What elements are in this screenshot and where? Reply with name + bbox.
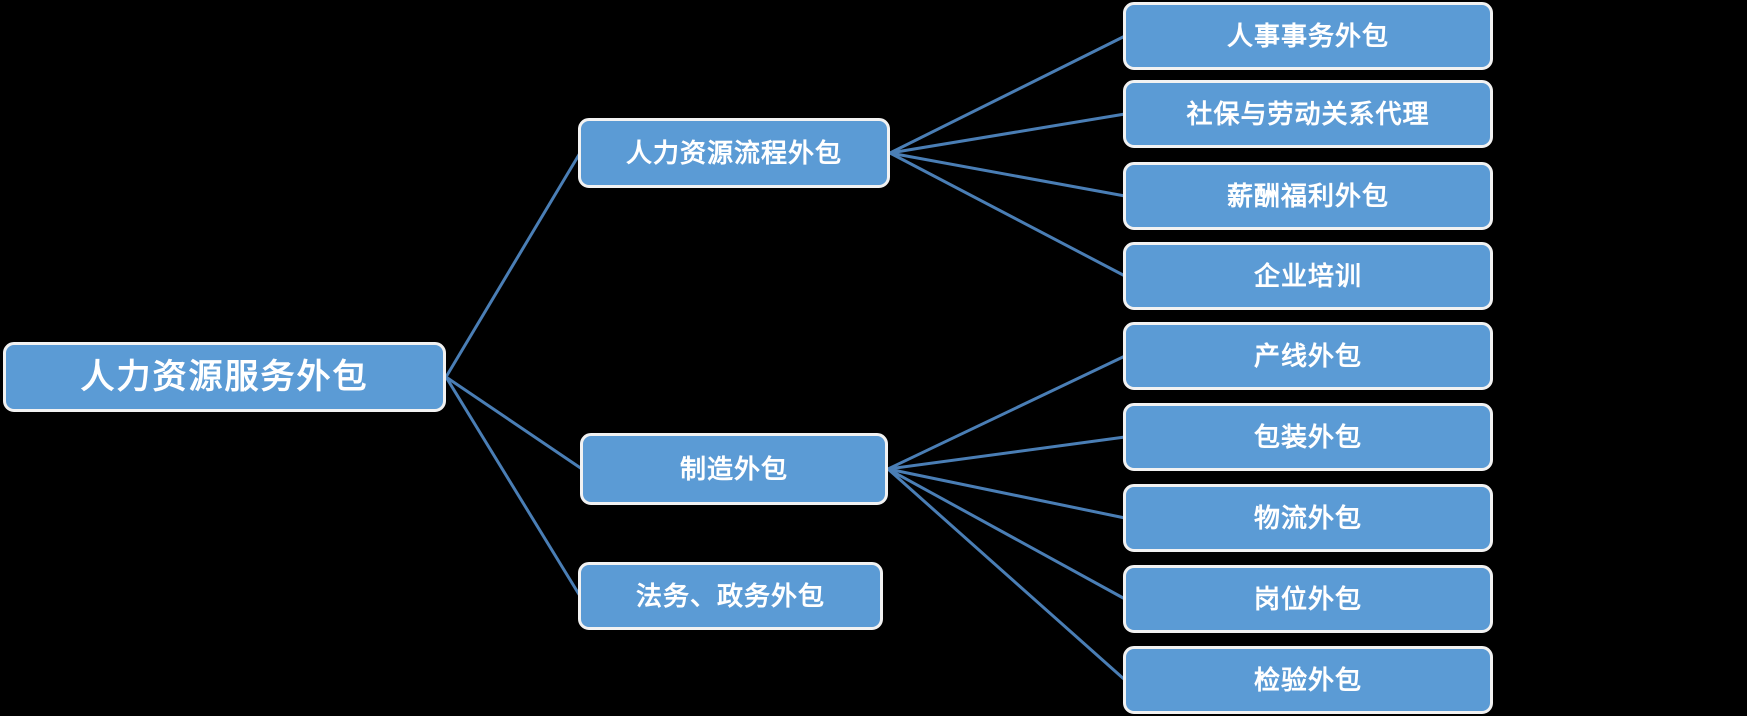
connector-root-manufacturing [445,375,583,471]
connector-root-hr-process [444,152,582,378]
node-leaf-logistics-outsourcing: 物流外包 [1123,484,1493,552]
node-leaf-production-line-outsourcing: 产线外包 [1123,322,1493,390]
node-leaf-hr-affairs-outsourcing: 人事事务外包 [1123,2,1493,70]
node-leaf-position-outsourcing: 岗位外包 [1123,565,1493,633]
node-leaf-inspection-outsourcing: 检验外包 [1123,646,1493,714]
connector-manufacturing-inspection [887,467,1126,682]
connector-hrprocess-social-security [889,112,1126,155]
node-root: 人力资源服务外包 [3,342,446,412]
connector-root-legal-gov [444,376,582,597]
connector-manufacturing-logistics [887,467,1126,520]
node-leaf-corporate-training: 企业培训 [1123,242,1493,310]
node-branch-manufacturing-outsourcing: 制造外包 [580,433,888,505]
node-leaf-payroll-benefits-outsourcing: 薪酬福利外包 [1123,162,1493,230]
connector-hrprocess-corporate-training [889,151,1126,278]
node-branch-legal-gov-outsourcing: 法务、政务外包 [578,562,883,630]
node-branch-hr-process-outsourcing: 人力资源流程外包 [578,118,890,188]
connector-hrprocess-hr-affairs [889,34,1126,155]
connector-hrprocess-payroll-benefits [889,151,1126,198]
connector-manufacturing-production-line [887,354,1126,471]
connector-manufacturing-position [887,467,1126,601]
connector-manufacturing-packaging [887,435,1126,471]
node-leaf-packaging-outsourcing: 包装外包 [1123,403,1493,471]
node-leaf-social-security-labor-agency: 社保与劳动关系代理 [1123,80,1493,148]
